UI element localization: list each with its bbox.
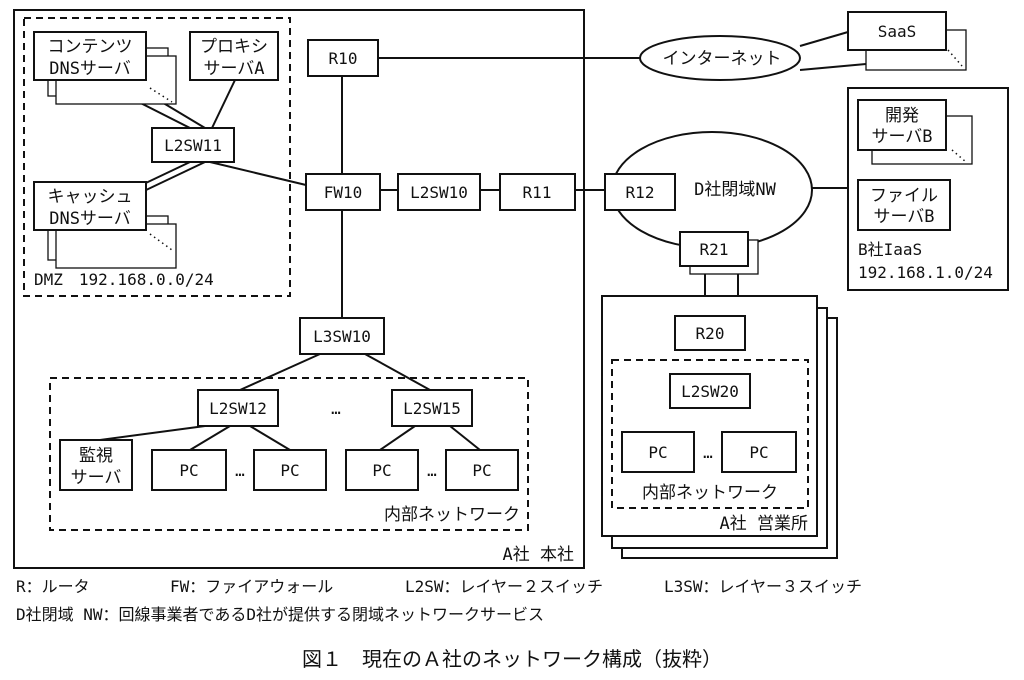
pc-hq-3: PC [345, 449, 419, 491]
l2sw12-label: L2SW12 [209, 399, 267, 418]
pc-label: PC [472, 461, 491, 480]
l2sw15-label: L2SW15 [403, 399, 461, 418]
legend-l3sw: L3SW：レイヤー３スイッチ [664, 577, 862, 596]
dev-server-b: 開発 サーバB [857, 99, 973, 165]
file-server-b: ファイル サーバB [857, 179, 951, 231]
l2sw20: L2SW20 [669, 373, 751, 409]
cache-dns-server: キャッシュ DNSサーバ [33, 181, 177, 269]
monitor-label-1: 監視 [79, 446, 113, 466]
legend-firewall: FW：ファイアウォール [170, 577, 333, 596]
pc-branch-1: PC [621, 431, 695, 473]
pc-label: PC [749, 443, 768, 462]
legend-l2sw: L2SW：レイヤー２スイッチ [405, 577, 603, 596]
contents-dns-server: コンテンツ DNSサーバ [33, 31, 177, 105]
monitor-server: 監視 サーバ [59, 439, 133, 491]
router-r21: R21 [679, 231, 759, 275]
b-iaas-label: B社IaaS [858, 240, 922, 259]
pc-hq-2: PC [253, 449, 327, 491]
monitor-label-2: サーバ [71, 468, 122, 488]
pc-ellipsis: … [235, 461, 245, 480]
firewall-fw10: FW10 [305, 173, 381, 211]
legend-d-network: D社閉域 NW：回線事業者であるD社が提供する閉域ネットワークサービス [16, 605, 544, 624]
r20-label: R20 [696, 324, 725, 343]
r21-label: R21 [700, 240, 729, 259]
switch-ellipsis: … [331, 399, 341, 418]
b-iaas-subnet: 192.168.1.0/24 [858, 263, 993, 282]
router-r10: R10 [307, 39, 379, 77]
pc-ellipsis: … [427, 461, 437, 480]
proxy-label-1: プロキシ [200, 37, 268, 57]
l2sw11: L2SW11 [151, 127, 235, 163]
pc-label: PC [372, 461, 391, 480]
proxy-label-2: サーバA [203, 59, 264, 79]
saas-service: SaaS [847, 11, 967, 71]
file-server-label-1: ファイル [870, 186, 938, 206]
router-r20: R20 [674, 315, 746, 351]
cache-dns-label-2: DNSサーバ [49, 209, 131, 229]
l2sw10: L2SW10 [397, 173, 481, 211]
pc-ellipsis: … [703, 443, 713, 462]
l2sw10-label: L2SW10 [410, 183, 468, 202]
router-r11: R11 [499, 173, 576, 211]
internet-label: インターネット [663, 49, 782, 69]
hq-internal-network [49, 377, 529, 531]
r11-label: R11 [523, 183, 552, 202]
contents-dns-label-1: コンテンツ [48, 37, 133, 57]
r10-label: R10 [329, 49, 358, 68]
legend-router: R：ルータ [16, 577, 90, 596]
saas-label: SaaS [878, 22, 917, 41]
dmz-zone [23, 17, 291, 297]
figure-caption: 図１ 現在のＡ社のネットワーク構成（抜粋） [302, 647, 722, 671]
cache-dns-label-1: キャッシュ [48, 187, 133, 207]
branch-label: A社 営業所 [720, 514, 808, 534]
pc-hq-1: PC [151, 449, 227, 491]
router-r12: R12 [604, 173, 676, 211]
l2sw12: L2SW12 [197, 389, 279, 427]
pc-label: PC [648, 443, 667, 462]
hq-label: A社 本社 [503, 545, 574, 565]
file-server-label-2: サーバB [873, 207, 934, 227]
dmz-label: DMZ 192.168.0.0/24 [34, 270, 214, 289]
legend: R：ルータ FW：ファイアウォール L2SW：レイヤー２スイッチ L3SW：レイ… [16, 577, 862, 624]
l2sw20-label: L2SW20 [681, 382, 739, 401]
l2sw11-label: L2SW11 [164, 136, 222, 155]
pc-label: PC [179, 461, 198, 480]
contents-dns-label-2: DNSサーバ [49, 59, 131, 79]
pc-label: PC [280, 461, 299, 480]
dev-server-label-2: サーバB [871, 127, 932, 147]
l3sw10-label: L3SW10 [313, 327, 371, 346]
proxy-server-a: プロキシ サーバA [189, 31, 279, 81]
branch-internal-network [611, 359, 809, 509]
hq-internal-network-label: 内部ネットワーク [384, 505, 520, 525]
l3sw10: L3SW10 [299, 317, 385, 355]
pc-hq-4: PC [445, 449, 519, 491]
internet-cloud [639, 35, 801, 81]
l2sw15: L2SW15 [391, 389, 473, 427]
d-network-label: D社閉域NW [694, 180, 776, 200]
hq-frame [13, 9, 585, 569]
r12-label: R12 [626, 183, 655, 202]
branch-internal-network-label: 内部ネットワーク [642, 483, 778, 503]
pc-branch-2: PC [721, 431, 797, 473]
dev-server-label-1: 開発 [885, 106, 919, 126]
fw10-label: FW10 [324, 183, 363, 202]
